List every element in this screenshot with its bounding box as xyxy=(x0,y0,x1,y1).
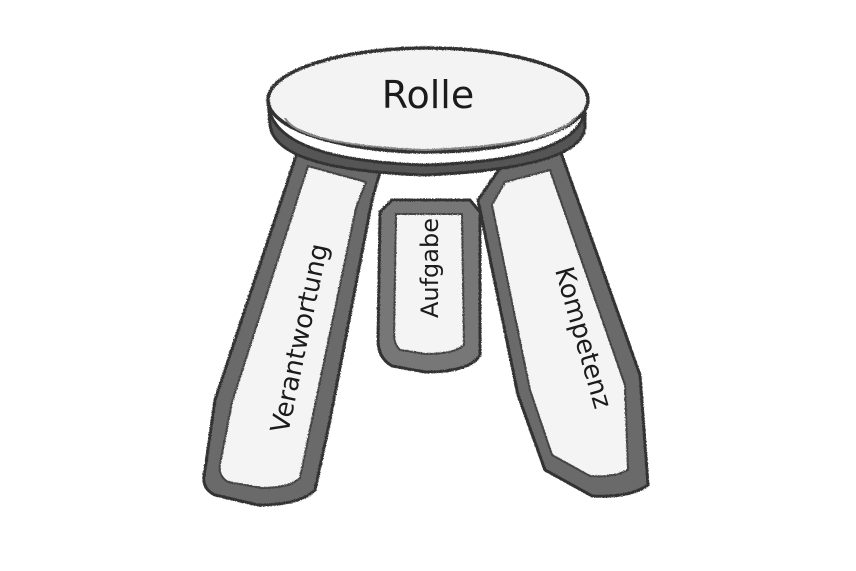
seat-label: Rolle xyxy=(382,73,474,117)
leg-left xyxy=(202,148,382,507)
leg-label-aufgabe: Aufgabe xyxy=(416,218,444,318)
stool-seat xyxy=(266,46,590,177)
leg-middle xyxy=(376,198,482,374)
leg-right xyxy=(476,148,650,498)
